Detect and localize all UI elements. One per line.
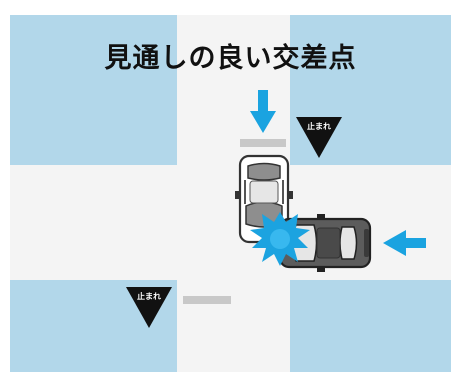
stop-sign-label-bottom: 止まれ <box>137 291 161 301</box>
collision-burst-icon <box>250 212 310 266</box>
stop-line-bottom-left <box>183 296 231 304</box>
arrow-left-icon <box>383 230 426 256</box>
corner-block-top-left <box>10 15 177 165</box>
stop-line-top <box>240 139 286 147</box>
corner-block-bottom-right <box>290 280 451 372</box>
diagram-title: 見通しの良い交差点 <box>104 43 357 74</box>
arrow-down-icon <box>250 90 276 133</box>
stop-sign-icon: 止まれ <box>296 117 342 158</box>
stop-sign-icon: 止まれ <box>126 287 172 328</box>
stop-sign-label-top: 止まれ <box>307 121 331 131</box>
